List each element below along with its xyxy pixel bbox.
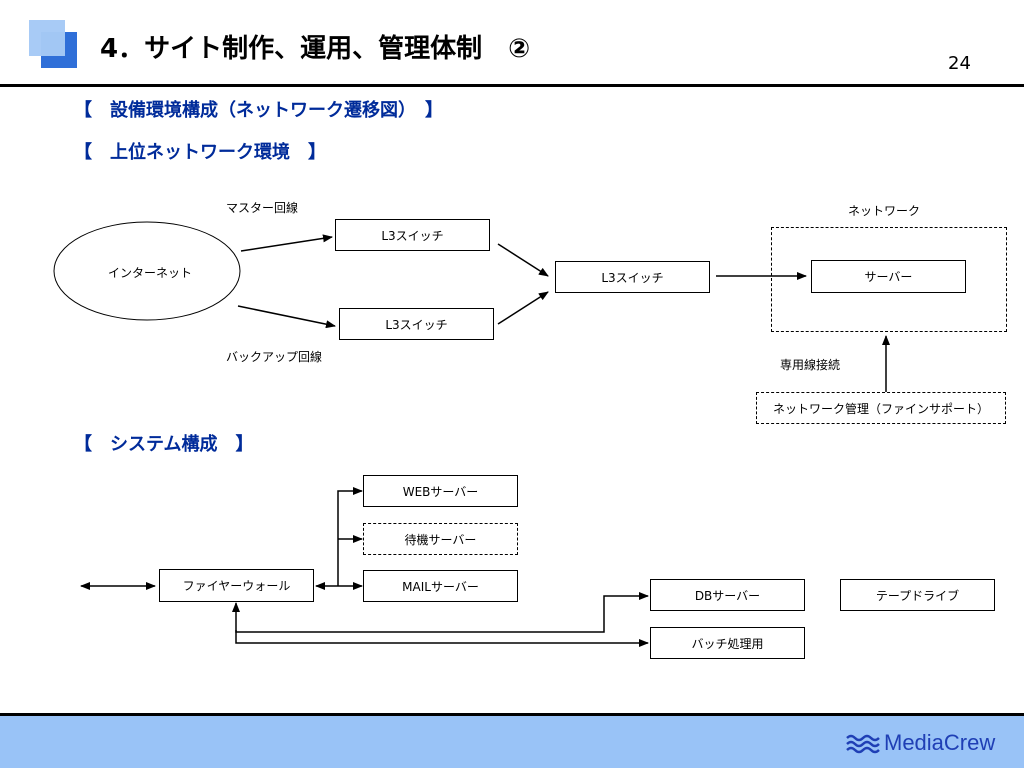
dedicated-line-label: 専用線接続 [780,358,841,372]
internet-label: インターネット [108,266,193,280]
firewall-node: ファイヤーウォール [159,569,314,602]
network-management-node: ネットワーク管理（ファインサポート） [756,392,1006,424]
network-group-label: ネットワーク [848,204,921,218]
footer-divider [0,713,1024,716]
section-upper-network-heading: 【 上位ネットワーク環境 】 [74,142,326,163]
tape-drive-node: テープドライブ [840,579,995,611]
backup-line-label: バックアップ回線 [226,350,323,364]
master-line-label: マスター回線 [226,201,299,215]
web-server-node: WEBサーバー [363,475,518,507]
l3-switch-bottom-node: L3スイッチ [339,308,494,340]
mail-server-node: MAILサーバー [363,570,518,602]
standby-server-node: 待機サーバー [363,523,518,555]
section-system-heading: 【 システム構成 】 [74,434,254,455]
l3-switch-core-node: L3スイッチ [555,261,710,293]
mediacrew-logo-icon [846,734,880,754]
top-switch-to-core-arrow [497,243,549,277]
server-node: サーバー [811,260,966,293]
firewall-to-db-connector [232,592,649,633]
firewall-to-batch-connector [235,630,649,647]
master-line-arrow [240,234,333,252]
mediacrew-logo-text: MediaCrew [884,730,996,755]
db-server-node: DBサーバー [650,579,805,611]
header-decor-square-overlay [29,20,65,56]
page-title: 4．サイト制作、運用、管理体制 ② [100,34,531,64]
header-divider [0,84,1024,87]
internet-ellipse [53,221,241,321]
bottom-switch-to-core-arrow [497,291,549,325]
l3-switch-top-node: L3スイッチ [335,219,490,251]
page-number: 24 [948,53,971,74]
firewall-to-web-connector [337,487,363,586]
section-equipment-heading: 【 設備環境構成（ネットワーク遷移図） 】 [74,100,443,121]
backup-line-arrow [237,305,336,329]
batch-node: バッチ処理用 [650,627,805,659]
network-group-frame [771,227,1007,332]
